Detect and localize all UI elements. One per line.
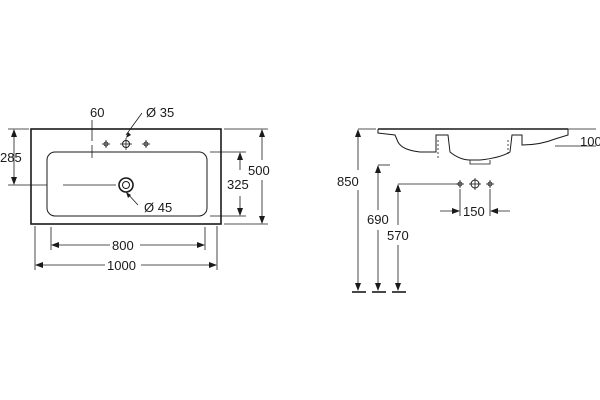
side-tap-marker-left — [456, 180, 464, 188]
basin-profile — [377, 129, 569, 161]
label-drain-diameter: Ø 45 — [144, 200, 172, 215]
drain — [118, 177, 134, 193]
tap-hole-markers — [102, 138, 150, 150]
label-floor-to-rim: 850 — [337, 174, 359, 189]
label-floor-to-waste: 690 — [367, 212, 389, 227]
side-tap-marker-right — [486, 180, 494, 188]
label-tap-hole-diameter: Ø 35 — [146, 105, 174, 120]
label-bowl-width: 800 — [112, 238, 134, 253]
label-tap-spacing-side: 150 — [463, 204, 485, 219]
tap-marker-right — [142, 140, 150, 148]
side-tap-hole-center — [469, 178, 481, 190]
side-view: 100 850 690 570 — [337, 128, 600, 293]
label-rim-height: 100 — [580, 134, 600, 149]
label-overall-depth: 500 — [248, 163, 270, 178]
tap-marker-left — [102, 140, 110, 148]
label-tap-spacing: 60 — [90, 105, 104, 120]
bowl-outline — [46, 151, 208, 217]
top-view: 60 Ø 35 Ø 45 285 325 500 — [0, 105, 270, 273]
basin-outline — [30, 128, 222, 225]
label-bowl-depth: 325 — [227, 177, 249, 192]
label-side-offset: 285 — [0, 150, 22, 165]
tap-hole-center — [120, 138, 132, 150]
label-floor-to-trap: 570 — [387, 228, 409, 243]
label-overall-width: 1000 — [107, 258, 136, 273]
